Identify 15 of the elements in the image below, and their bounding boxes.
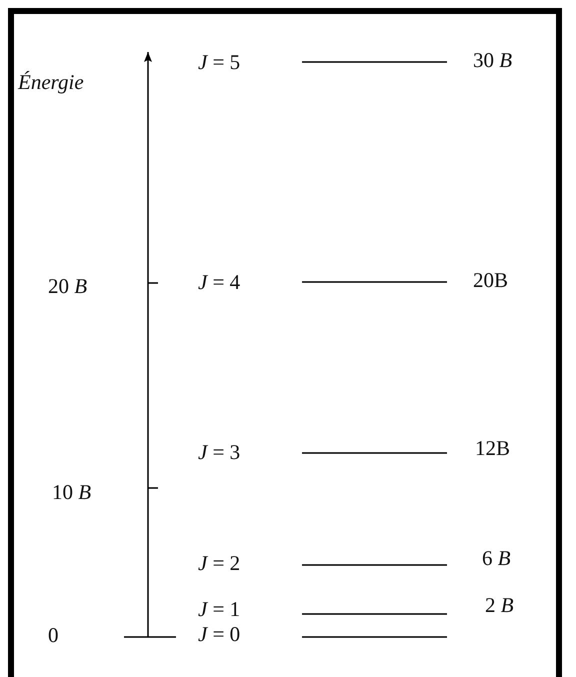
level-label: J = 0 (198, 622, 240, 646)
level-label: J = 1 (198, 597, 240, 621)
tick-label: 10 B (52, 480, 92, 504)
tick-label: 20 B (48, 274, 88, 298)
energy-value: 2 B (485, 593, 514, 617)
energy-value: 30 B (473, 48, 512, 72)
level-label: J = 3 (198, 440, 240, 464)
level-label: J = 4 (198, 270, 240, 294)
tick-label: 0 (48, 623, 58, 647)
level-label: J = 2 (198, 551, 240, 575)
axis-title: Énergie (18, 70, 84, 94)
level-label: J = 5 (198, 50, 240, 74)
energy-value: 12B (475, 436, 510, 460)
energy-value: 20B (473, 268, 508, 292)
energy-value: 6 B (482, 546, 511, 570)
